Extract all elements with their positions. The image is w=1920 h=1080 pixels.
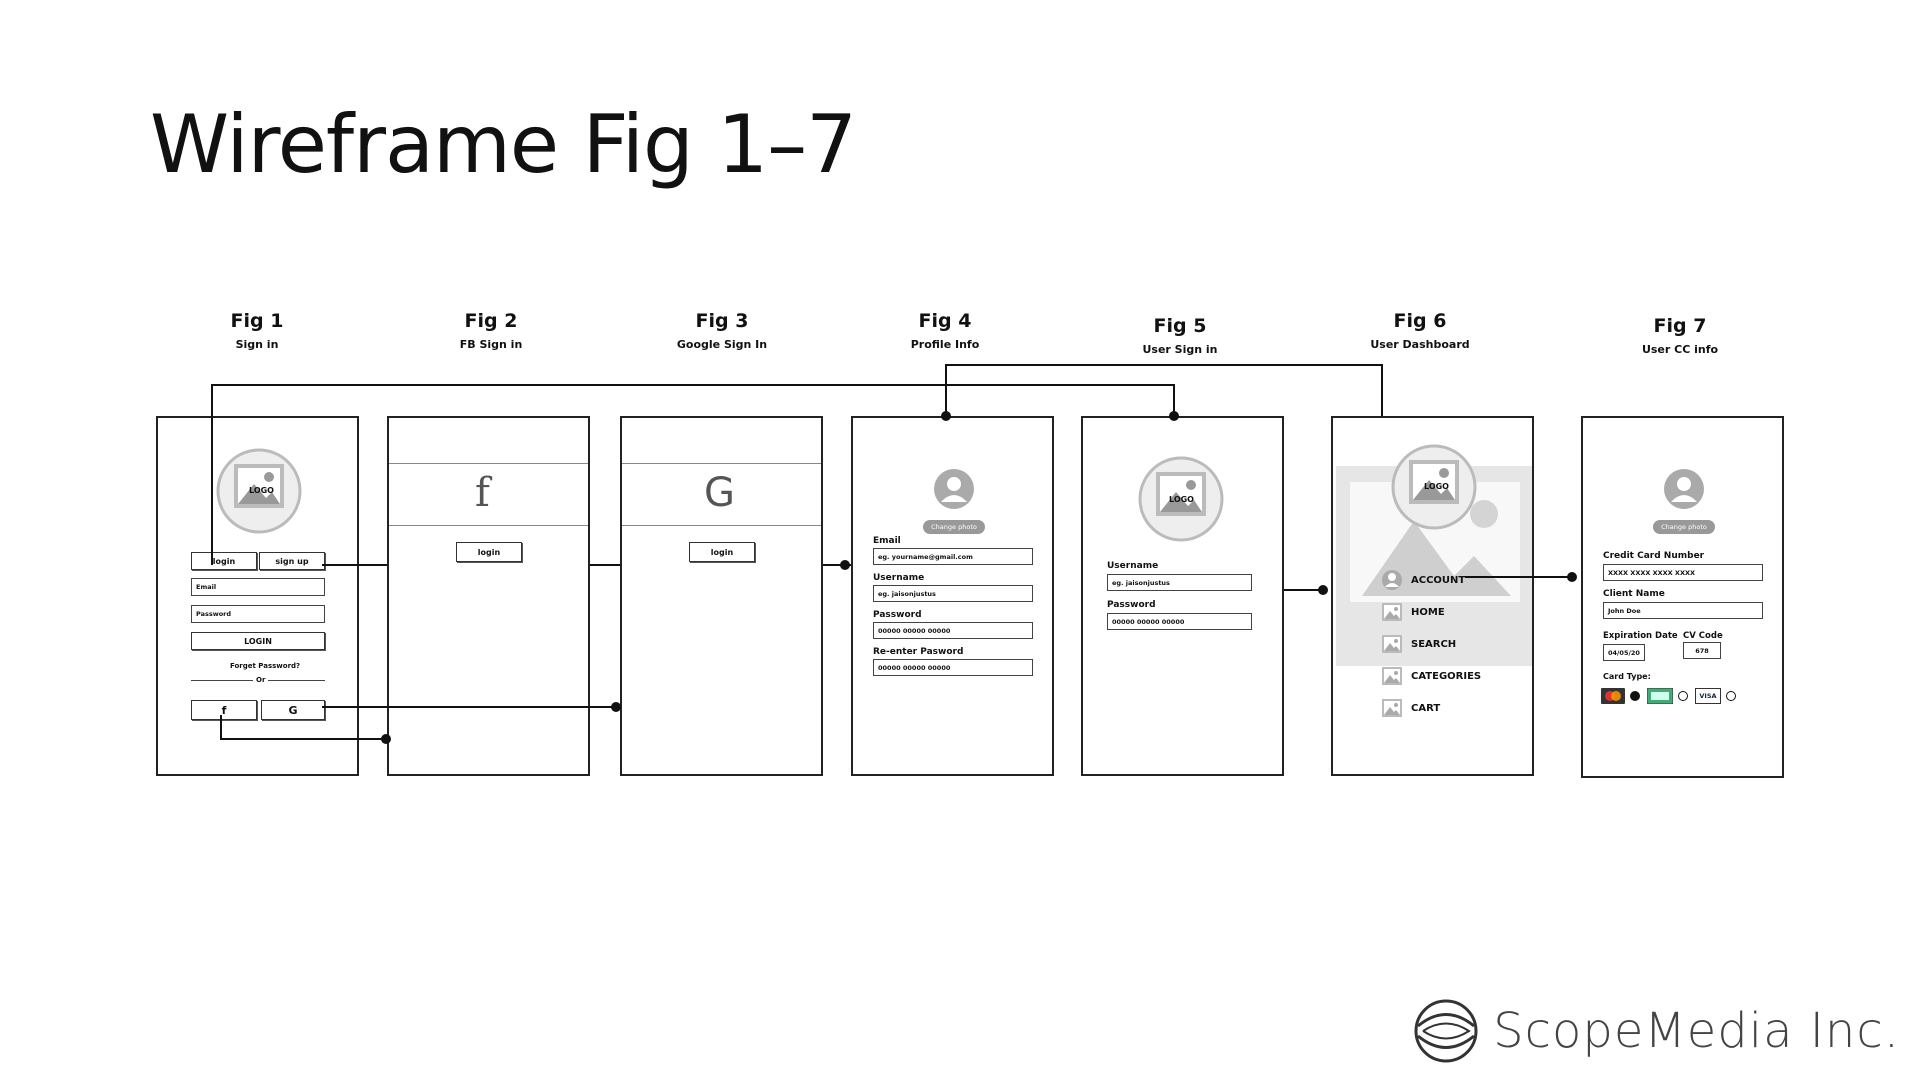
- home-image-icon: [1382, 603, 1402, 621]
- facebook-button[interactable]: f: [191, 700, 257, 720]
- email-field[interactable]: eg. yourname@gmail.com: [873, 548, 1033, 565]
- divider: [389, 463, 588, 464]
- search-image-icon: [1382, 635, 1402, 653]
- client-name-field[interactable]: John Doe: [1603, 602, 1763, 619]
- brand-logo: ScopeMedia Inc.: [1413, 998, 1900, 1064]
- menu-item-search[interactable]: SEARCH: [1381, 633, 1456, 655]
- credit-card-field[interactable]: XXXX XXXX XXXX XXXX: [1603, 564, 1763, 581]
- logo-text: LOGO: [1169, 495, 1194, 504]
- email-label: Email: [873, 536, 901, 546]
- username-field[interactable]: eg. jaisonjustus: [873, 585, 1033, 602]
- radio-amex-icon[interactable]: [1677, 690, 1689, 702]
- junction-dot: [1169, 411, 1179, 421]
- password-label: Password: [873, 610, 922, 620]
- account-icon: [1382, 570, 1402, 590]
- radio-visa-icon[interactable]: [1725, 690, 1737, 702]
- tab-login[interactable]: login: [191, 552, 257, 570]
- card-type-label: Card Type:: [1603, 672, 1651, 681]
- menu-item-account[interactable]: ACCOUNT: [1381, 569, 1465, 591]
- categories-image-icon: [1382, 667, 1402, 685]
- client-name-label: Client Name: [1603, 589, 1665, 599]
- login-button[interactable]: LOGIN: [191, 632, 325, 650]
- connector-fig1-fig5: [211, 384, 1175, 565]
- expiration-field[interactable]: 04/05/20: [1603, 644, 1645, 661]
- fig2-frame: f login: [387, 416, 590, 776]
- cv-code-field[interactable]: 678: [1683, 642, 1721, 659]
- junction-dot: [941, 411, 951, 421]
- password-label: Password: [1107, 600, 1156, 610]
- username-field[interactable]: eg. jaisonjustus: [1107, 574, 1252, 591]
- menu-item-cart[interactable]: CART: [1381, 697, 1440, 719]
- email-field[interactable]: Email: [191, 578, 325, 596]
- fig5-frame: LOGO Username eg. jaisonjustus Password …: [1081, 416, 1284, 776]
- fb-login-button[interactable]: login: [456, 542, 522, 562]
- username-label: Username: [1107, 561, 1159, 571]
- page-title: Wireframe Fig 1–7: [150, 98, 857, 191]
- google-button[interactable]: G: [261, 700, 325, 720]
- junction-dot: [611, 702, 621, 712]
- connector-fig1fb-fig2: [220, 715, 386, 740]
- logo-placeholder-icon: [1391, 444, 1477, 530]
- divider: [622, 525, 821, 526]
- logo-text: LOGO: [249, 486, 274, 495]
- tab-signup[interactable]: sign up: [259, 552, 325, 570]
- junction-dot: [1567, 572, 1577, 582]
- google-icon: G: [704, 470, 735, 516]
- reenter-password-field[interactable]: 00000 00000 00000: [873, 659, 1033, 676]
- facebook-icon: f: [475, 470, 490, 516]
- visa-card-icon: VISA: [1695, 688, 1721, 704]
- reenter-password-label: Re-enter Pasword: [873, 647, 964, 657]
- fig6-frame: LOGO ACCOUNT HOME SEARCH CATEGORIES CART: [1331, 416, 1534, 776]
- cart-image-icon: [1382, 699, 1402, 717]
- connector-fig4-fig6: [945, 364, 1383, 416]
- password-field[interactable]: 00000 00000 00000: [873, 622, 1033, 639]
- change-photo-button[interactable]: Change photo: [923, 520, 985, 534]
- expiration-label: Expiration Date: [1603, 631, 1678, 641]
- menu-item-categories[interactable]: CATEGORIES: [1381, 665, 1481, 687]
- mastercard-icon: [1601, 688, 1625, 704]
- junction-dot: [1318, 585, 1328, 595]
- fig1-frame: LOGO login sign up Email Password LOGIN …: [156, 416, 359, 776]
- divider: [389, 525, 588, 526]
- fig3-frame: G login: [620, 416, 823, 776]
- junction-dot: [840, 560, 850, 570]
- logo-placeholder-icon: [216, 448, 302, 534]
- logo-placeholder-icon: [1138, 456, 1224, 542]
- brand-name: ScopeMedia Inc.: [1493, 1003, 1900, 1059]
- forgot-password-link[interactable]: Forget Password?: [230, 662, 301, 670]
- fig7-frame: Change photo Credit Card Number XXXX XXX…: [1581, 416, 1784, 778]
- fig4-frame: Change photo Email eg. yourname@gmail.co…: [851, 416, 1054, 776]
- google-login-button[interactable]: login: [689, 542, 755, 562]
- junction-dot: [381, 734, 391, 744]
- change-photo-button[interactable]: Change photo: [1653, 520, 1715, 534]
- password-field[interactable]: Password: [191, 605, 325, 623]
- or-text: Or: [253, 676, 269, 684]
- credit-card-label: Credit Card Number: [1603, 551, 1705, 561]
- radio-mastercard-selected-icon[interactable]: [1629, 690, 1641, 702]
- username-label: Username: [873, 573, 925, 583]
- avatar-icon: [934, 469, 974, 509]
- avatar-icon: [1664, 469, 1704, 509]
- menu-item-home[interactable]: HOME: [1381, 601, 1445, 623]
- cv-code-label: CV Code: [1683, 631, 1723, 641]
- scopemedia-logo-icon: [1414, 999, 1478, 1063]
- divider: [622, 463, 821, 464]
- logo-text: LOGO: [1424, 482, 1449, 491]
- password-field[interactable]: 00000 00000 00000: [1107, 613, 1252, 630]
- amex-card-icon: [1647, 688, 1673, 704]
